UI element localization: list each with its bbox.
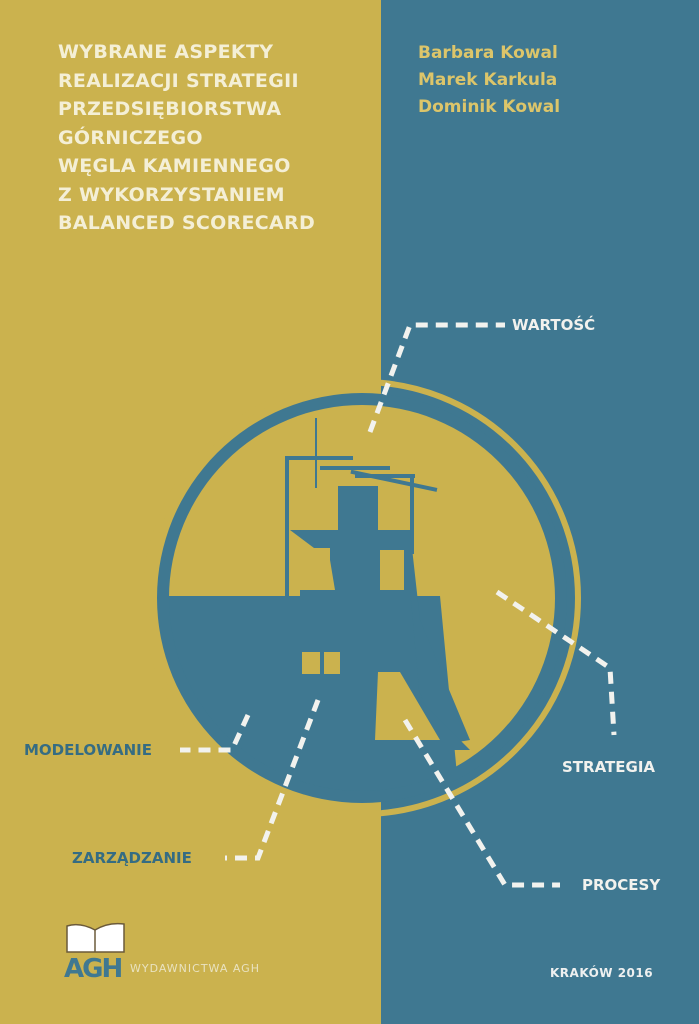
author: Barbara Kowal xyxy=(418,43,558,63)
title-line: PRZEDSIĘBIORSTWA xyxy=(58,98,282,120)
author: Dominik Kowal xyxy=(418,97,561,117)
connector-lines xyxy=(180,322,617,888)
connector-strategia xyxy=(495,589,617,736)
agh-logo: AGH xyxy=(64,922,128,990)
label-wartosc: WARTOŚĆ xyxy=(512,316,596,334)
label-procesy: PROCESY xyxy=(582,876,661,894)
place-year: KRAKÓW 2016 xyxy=(550,966,654,980)
connector-zarzadzanie xyxy=(225,699,321,861)
connector-procesy xyxy=(402,718,560,888)
publisher: WYDAWNICTWA AGH xyxy=(130,962,260,975)
title-line: GÓRNICZEGO xyxy=(58,126,203,149)
author: Marek Karkula xyxy=(418,70,558,90)
authors: Barbara Kowal Marek Karkula Dominik Kowa… xyxy=(418,40,560,121)
label-modelowanie: MODELOWANIE xyxy=(24,741,153,759)
title-line: BALANCED SCORECARD xyxy=(58,212,316,234)
title-line: Z WYKORZYSTANIEM xyxy=(58,183,285,206)
title-line: REALIZACJI STRATEGII xyxy=(58,69,299,92)
title-line: WYBRANE ASPEKTY xyxy=(58,41,274,63)
agh-logo-text: AGH xyxy=(64,954,123,984)
label-zarzadzanie: ZARZĄDZANIE xyxy=(72,849,192,867)
label-strategia: STRATEGIA xyxy=(562,758,656,776)
title-line: WĘGLA KAMIENNEGO xyxy=(58,155,291,177)
outer-ring xyxy=(143,379,581,817)
book-title: WYBRANE ASPEKTY REALIZACJI STRATEGII PRZ… xyxy=(58,38,315,238)
